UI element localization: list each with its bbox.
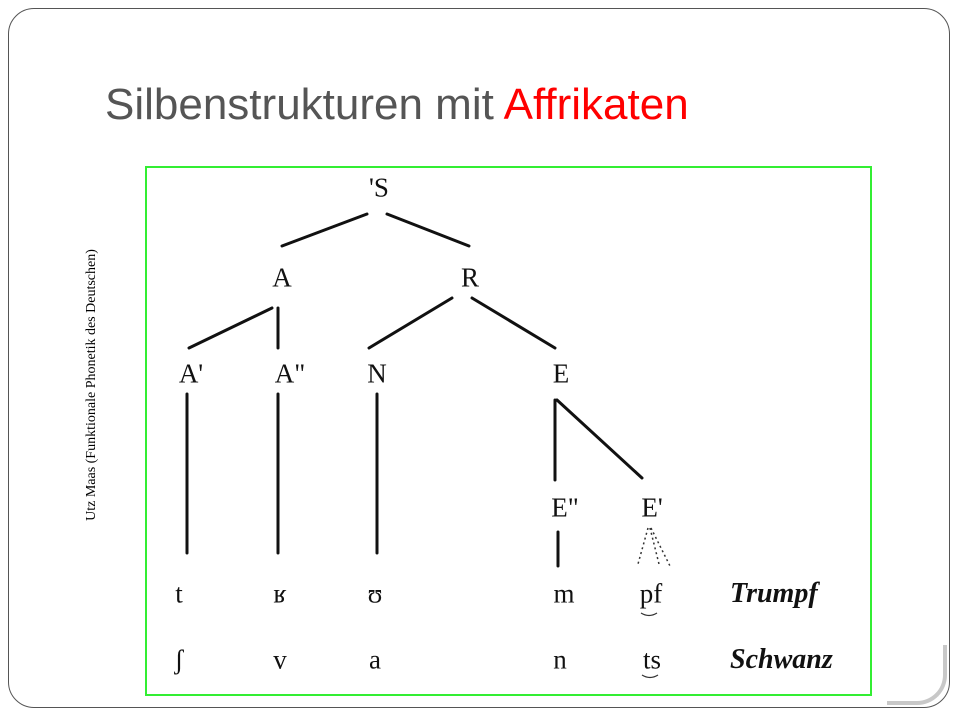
slide-title: Silbenstrukturen mit Affrikaten: [105, 80, 689, 130]
node-a-prime: A': [178, 358, 204, 389]
node-reim: R: [460, 262, 480, 293]
branch-e-e1: [555, 398, 644, 480]
branch-a-a1: [187, 306, 274, 350]
dotted-e1-mid: [649, 527, 660, 565]
node-anlaut: A: [272, 262, 292, 293]
segment-a: a: [369, 644, 381, 675]
node-endrand: E: [552, 358, 570, 389]
segment-t: t: [175, 578, 183, 609]
node-nucleus: N: [367, 358, 387, 389]
tree-branches: [185, 212, 671, 679]
dotted-e1-f: [650, 527, 671, 567]
node-e-prime: E': [641, 492, 663, 523]
word-trumpf: Trumpf: [730, 578, 818, 609]
tie-bar-pf: [640, 612, 658, 617]
title-main: Silbenstrukturen mit: [105, 80, 504, 129]
branch-r-e: [470, 296, 557, 350]
segment-esh: ʃ: [174, 644, 184, 675]
segment-upsilon: ʊ: [367, 578, 383, 609]
tie-bar-ts: [641, 674, 659, 679]
segment-n: n: [553, 644, 567, 675]
branch-r-n: [367, 296, 454, 350]
segment-m: m: [553, 578, 575, 609]
dotted-e1-p: [637, 527, 649, 565]
segment-v: v: [273, 644, 287, 675]
segment-pf: pf: [639, 578, 663, 609]
node-e-double-prime: E": [551, 492, 579, 523]
slide-shadow-corner: [887, 645, 947, 705]
segment-ts: ts: [642, 644, 662, 675]
syllable-tree-diagram: 'S A R A' A" N E E" E' t ʁ ʊ m pf Trumpf…: [145, 166, 872, 696]
branch-s-r: [385, 212, 471, 248]
source-caption: Utz Maas (Funktionale Phonetik des Deuts…: [84, 249, 99, 521]
branch-s-a: [280, 212, 369, 248]
title-accent: Affrikaten: [503, 80, 689, 129]
node-syllable: 'S: [369, 172, 389, 203]
word-schwanz: Schwanz: [730, 644, 833, 675]
node-a-double-prime: A": [274, 358, 306, 389]
segment-uvular-r: ʁ: [273, 578, 287, 609]
